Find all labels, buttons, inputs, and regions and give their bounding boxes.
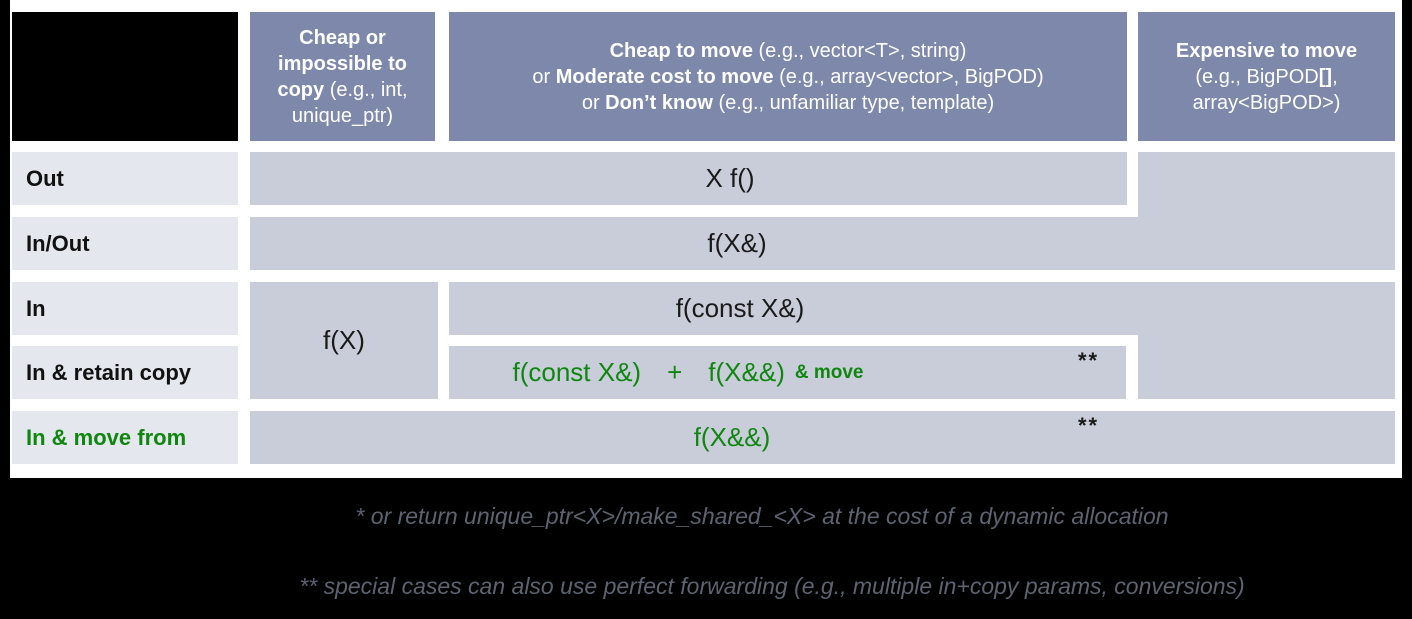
move-from-double-asterisk-note: ** xyxy=(1078,413,1100,438)
cell-in-retain-expensive xyxy=(1138,335,1395,399)
cell-out-span xyxy=(250,152,1127,205)
column-header-expensive-to-move-text: Expensive to move (e.g., BigPOD[], array… xyxy=(1175,39,1358,114)
column-header-cheap-to-move: Cheap to move (e.g., vector<T>, string) … xyxy=(449,12,1127,141)
column-header-cheap-copy: Cheap or impossible to copy (e.g., int, … xyxy=(250,12,435,141)
cell-inout-span xyxy=(250,217,1395,270)
column-header-cheap-copy-text: Cheap or impossible to copy (e.g., int, … xyxy=(277,26,408,127)
row-label-in-move-from: In & move from xyxy=(12,411,238,464)
retain-double-asterisk-note: ** xyxy=(1078,348,1100,373)
row-label-in: In xyxy=(12,282,238,335)
footnote-dynamic-allocation: * or return unique_ptr<X>/make_shared_<X… xyxy=(355,503,1169,529)
column-header-expensive-to-move: Expensive to move (e.g., BigPOD[], array… xyxy=(1138,12,1395,141)
corner-header-cell xyxy=(12,12,238,141)
cell-in-move-from-span xyxy=(250,411,1395,464)
row-label-out: Out xyxy=(12,152,238,205)
footnote-perfect-forwarding: ** special cases can also use perfect fo… xyxy=(299,573,1245,599)
cell-in-span xyxy=(449,282,1395,335)
row-label-in-retain-copy: In & retain copy xyxy=(12,346,238,399)
cell-in-retain-copy xyxy=(449,346,1126,399)
column-header-cheap-to-move-text: Cheap to move (e.g., vector<T>, string) … xyxy=(532,39,1044,114)
row-label-in-out: In/Out xyxy=(12,217,238,270)
